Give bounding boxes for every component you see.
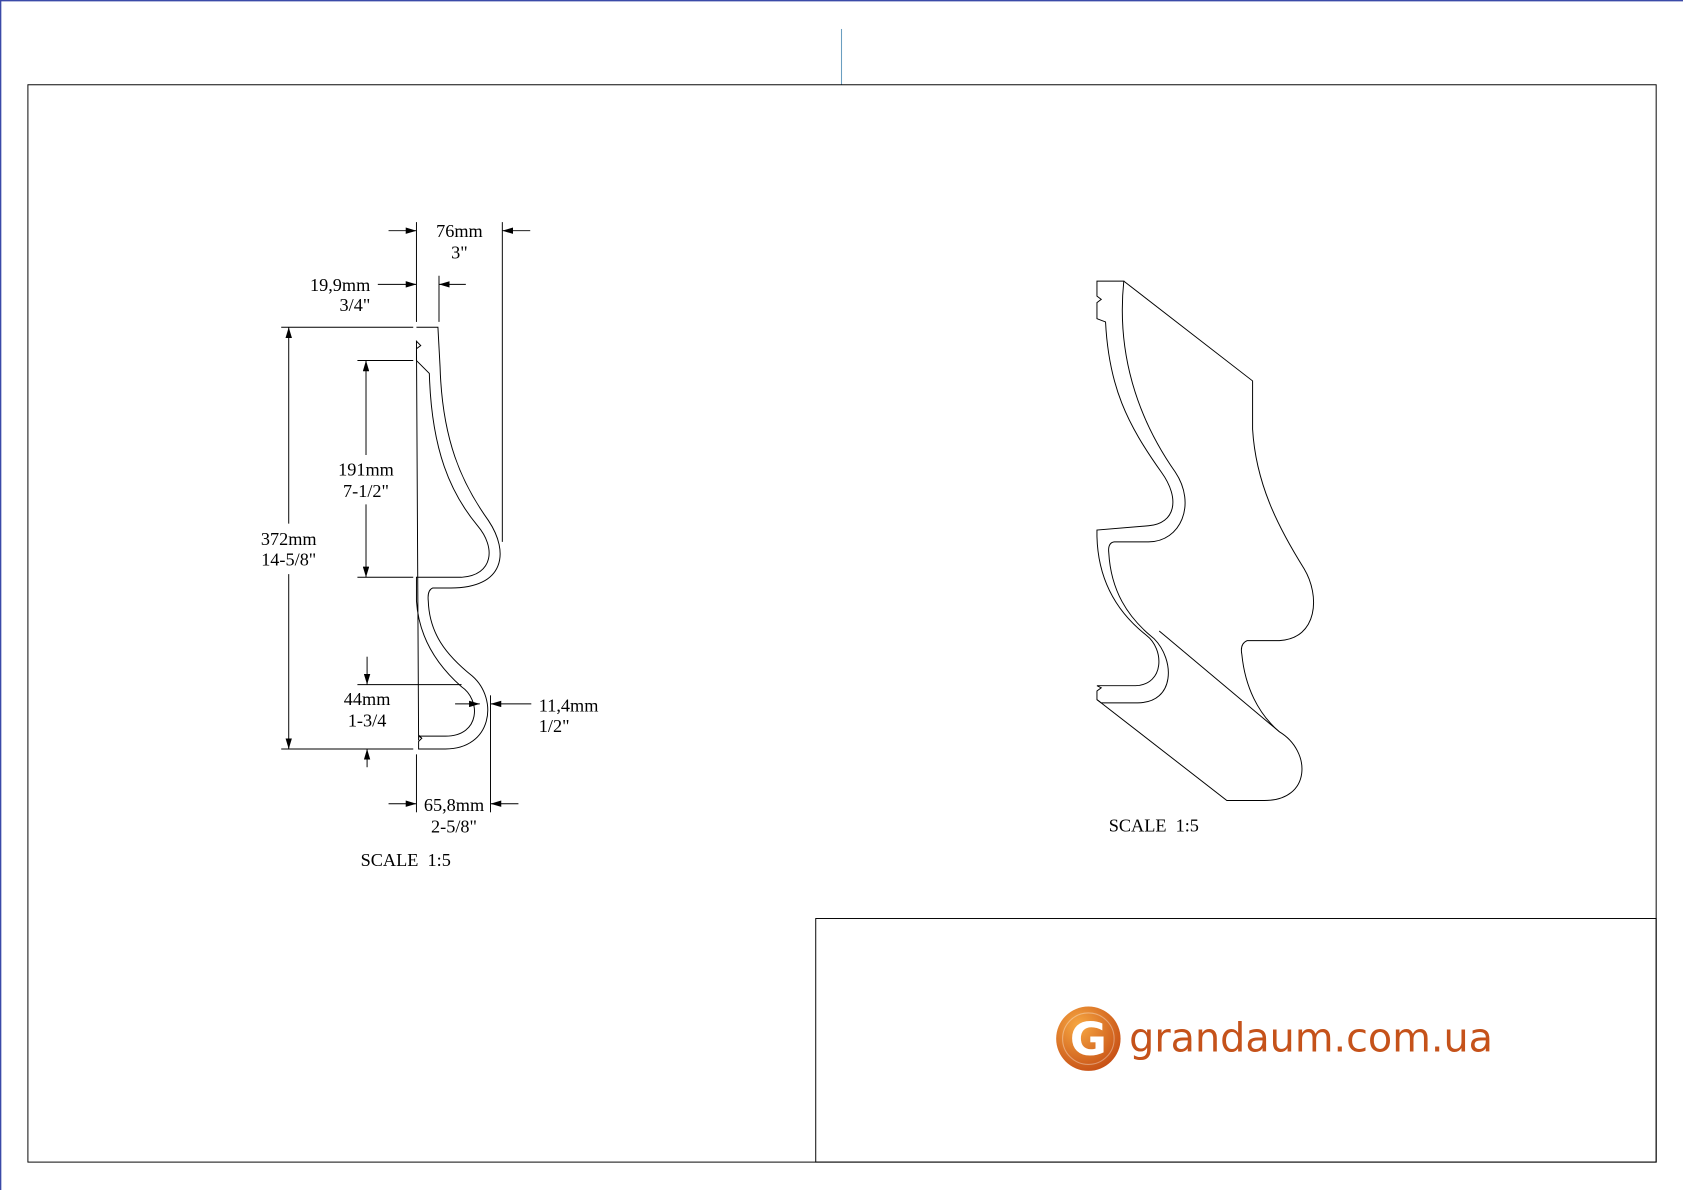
dim-projection-inch: 1/2": [539, 716, 570, 736]
dim-base-inch: 2-5/8": [431, 817, 477, 837]
dim-thickness-mm: 19,9mm: [310, 275, 370, 295]
dim-base-mm: 65,8mm: [424, 795, 484, 815]
dim-thickness-inch: 3/4": [340, 295, 371, 315]
brand-logo: G grandaum.com.ua: [1056, 1006, 1493, 1071]
dim-projection-mm: 11,4mm: [539, 695, 599, 715]
isometric-view: SCALE 1:5: [1096, 280, 1315, 836]
logo-g-icon: [1056, 1006, 1121, 1071]
dim-height-mm: 372mm: [261, 529, 317, 549]
scale-label-left: SCALE 1:5: [361, 850, 451, 870]
dim-lower-inch: 1-3/4: [348, 710, 387, 730]
dim-lower-mm: 44mm: [344, 689, 391, 709]
dim-height-inch: 14-5/8": [261, 549, 316, 569]
dim-upper-inch: 7-1/2": [343, 481, 389, 501]
title-block: [815, 918, 1657, 1163]
dim-width-inch: 3": [451, 243, 468, 263]
website-text: grandaum.com.ua: [1129, 1016, 1493, 1062]
scale-label-right: SCALE 1:5: [1109, 816, 1199, 836]
drawing-frame: [27, 84, 1657, 1163]
logo-letter: G: [1070, 1013, 1107, 1066]
dim-width-mm: 76mm: [436, 221, 483, 241]
profile-section-view: 76mm 3" 19,9mm 3/4" 372mm 14-5/8" 191mm …: [261, 221, 599, 870]
dim-upper-mm: 191mm: [338, 459, 394, 479]
